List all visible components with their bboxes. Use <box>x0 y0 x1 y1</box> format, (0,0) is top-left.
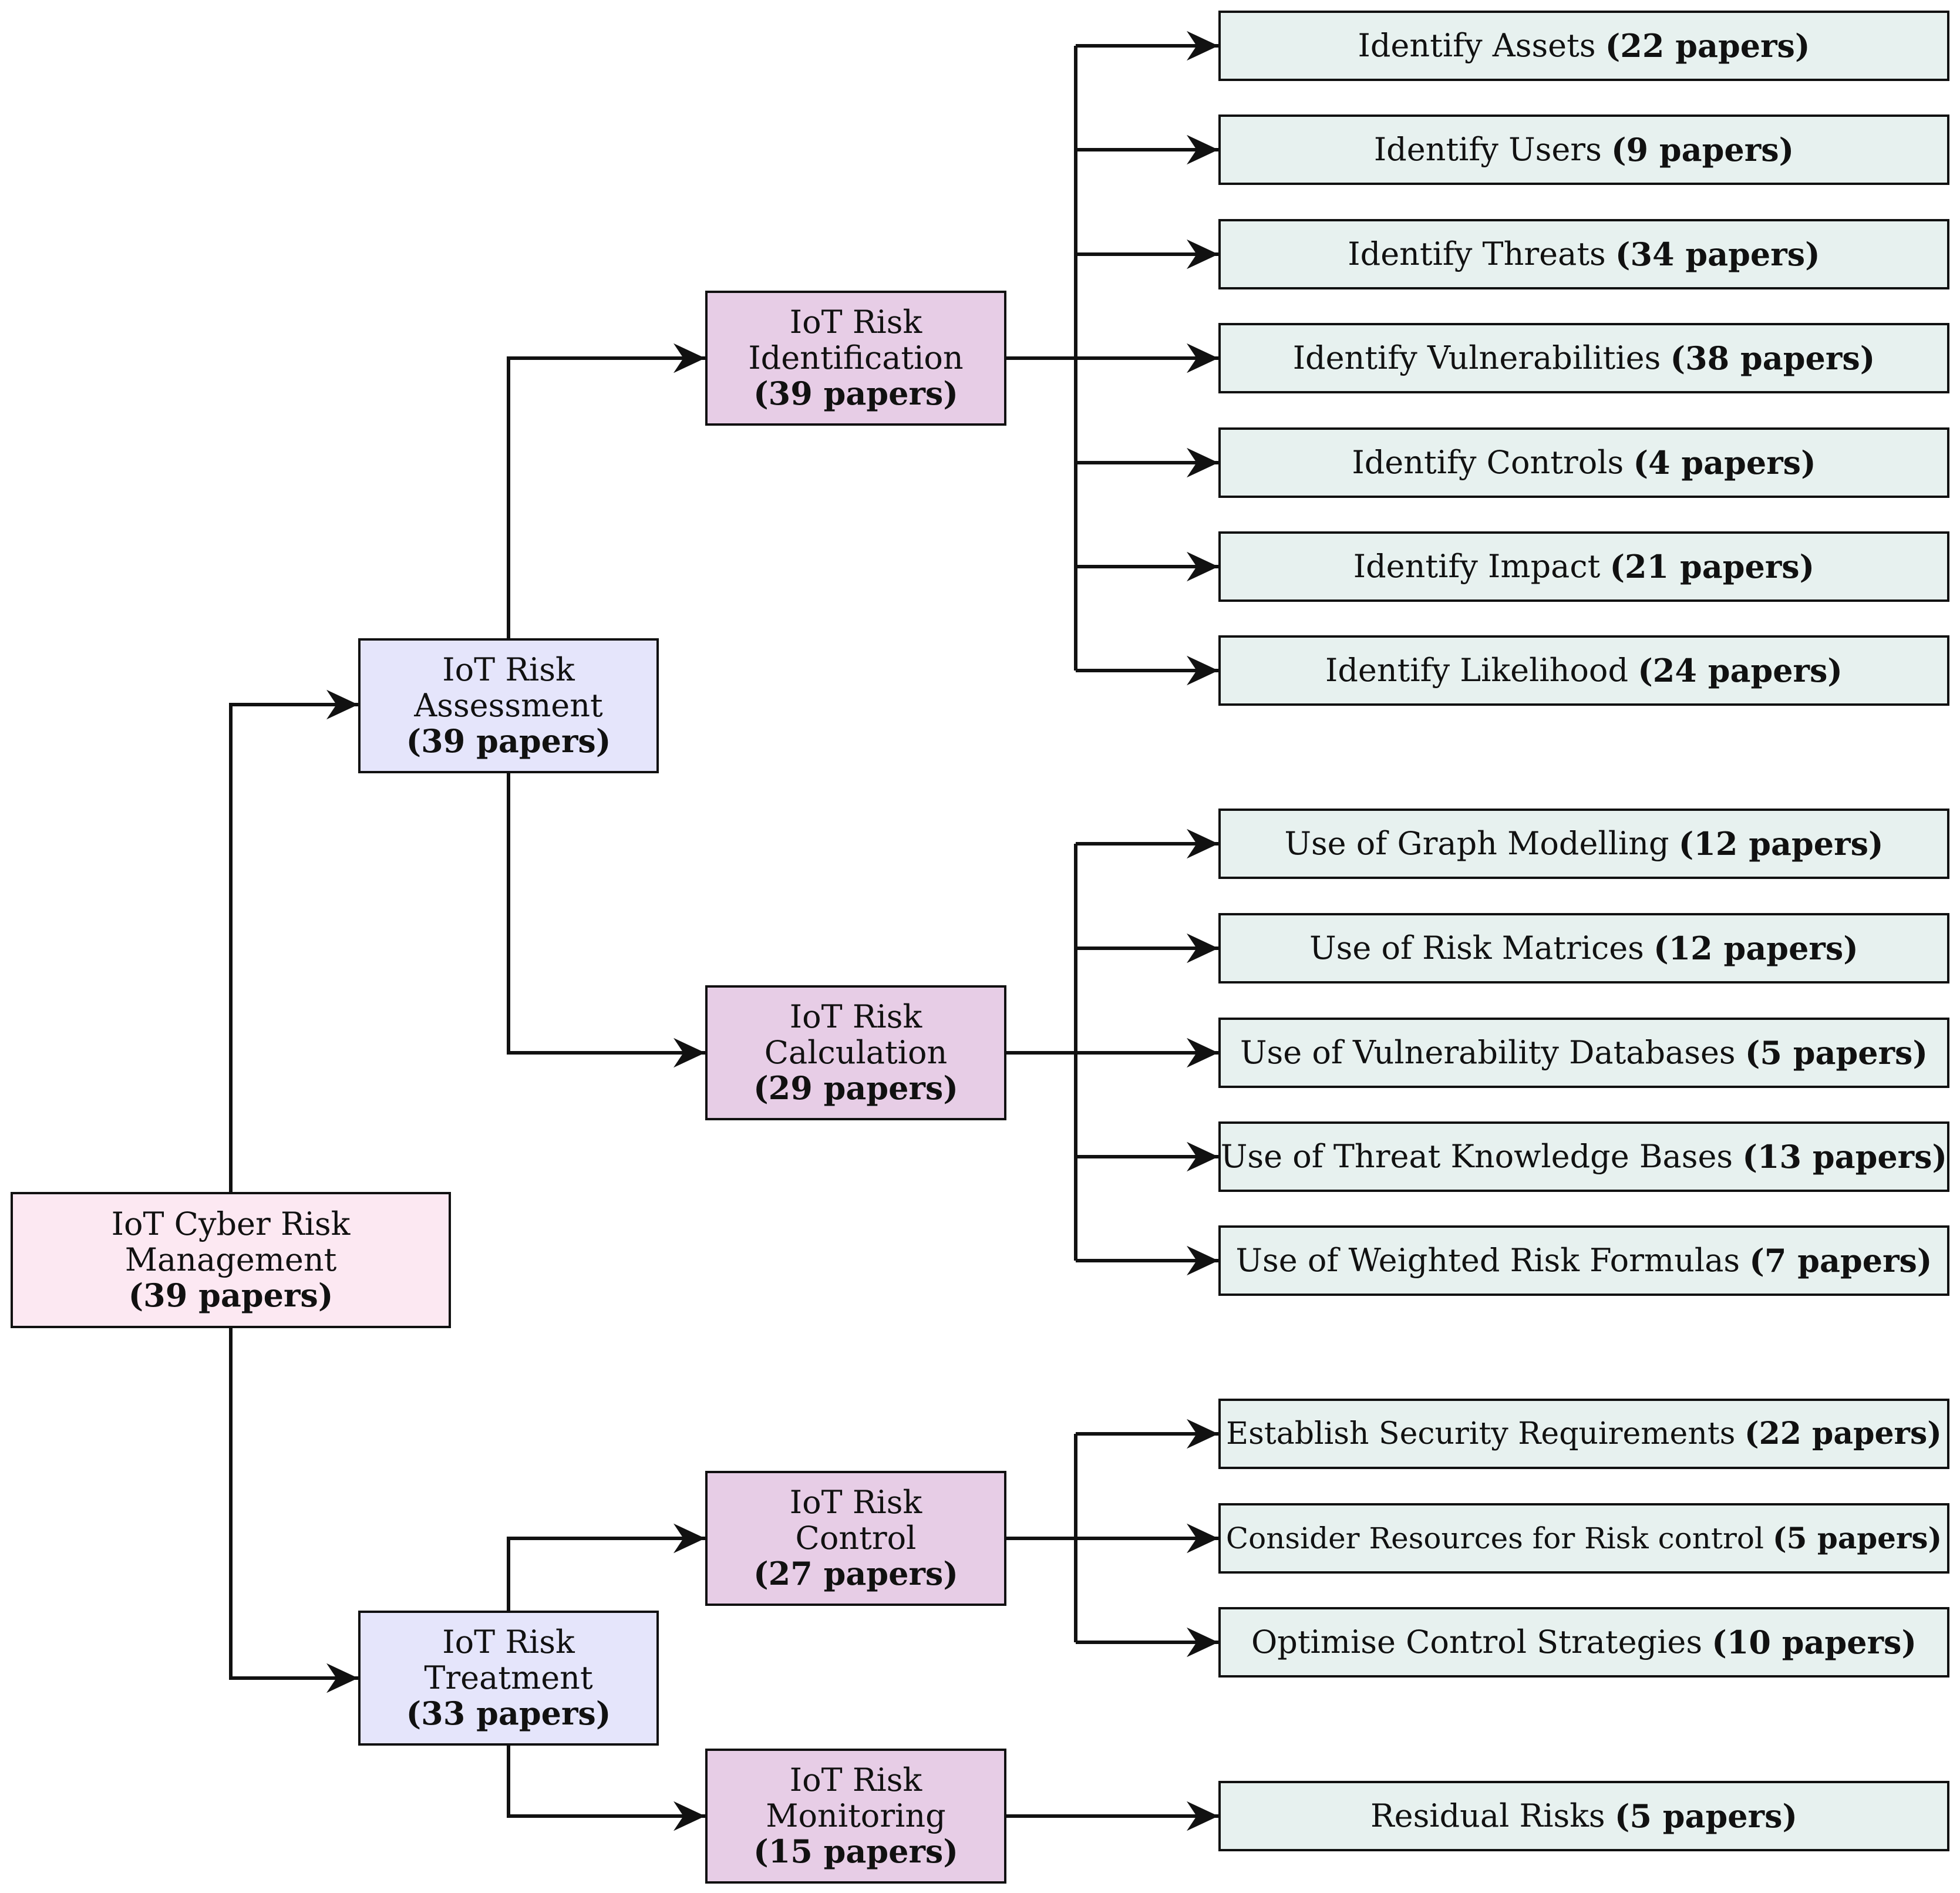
node-label-line1: IoT Risk <box>789 1484 922 1521</box>
leaf-label: Use of Risk Matrices <box>1309 929 1644 966</box>
leaf-identify-users: Identify Users (9 papers) <box>1218 114 1949 185</box>
leaf-use-of-vulnerability-databases: Use of Vulnerability Databases (5 papers… <box>1218 1018 1949 1088</box>
node-paper-count: (39 papers) <box>406 722 611 760</box>
node-label-line2: Calculation <box>764 1033 948 1071</box>
leaf-label: Establish Security Requirements <box>1226 1416 1736 1451</box>
leaf-paper-count: (22 papers) <box>1744 1415 1942 1451</box>
node-iot-risk-control: IoT Risk Control (27 papers) <box>705 1471 1006 1606</box>
connector-root-assessment <box>229 689 358 1192</box>
node-label-line1: IoT Risk <box>442 651 575 689</box>
leaf-identify-impact: Identify Impact (21 papers) <box>1218 531 1949 602</box>
leaf-use-of-threat-knowledge-bases: Use of Threat Knowledge Bases (13 papers… <box>1218 1121 1949 1192</box>
connector-assessment-calculation <box>507 773 705 1068</box>
node-label-line2: Assessment <box>414 686 603 724</box>
leaf-paper-count: (24 papers) <box>1638 651 1843 689</box>
node-iot-risk-calculation: IoT Risk Calculation (29 papers) <box>705 985 1006 1120</box>
node-label-line2: Monitoring <box>766 1797 946 1834</box>
node-label-line1: IoT Risk <box>789 998 922 1036</box>
node-iot-risk-monitoring: IoT Risk Monitoring (15 papers) <box>705 1749 1006 1884</box>
leaf-identify-vulnerabilities: Identify Vulnerabilities (38 papers) <box>1218 323 1949 393</box>
node-label-line1: IoT Risk <box>789 304 922 341</box>
connector-assessment-identification <box>507 343 705 638</box>
node-iot-risk-assessment: IoT Risk Assessment (39 papers) <box>358 638 659 773</box>
leaf-use-of-weighted-risk-formulas: Use of Weighted Risk Formulas (7 papers) <box>1218 1225 1949 1296</box>
leaf-paper-count: (22 papers) <box>1605 26 1810 65</box>
leaf-label: Use of Graph Modelling <box>1284 824 1669 862</box>
leaf-paper-count: (13 papers) <box>1742 1137 1948 1175</box>
leaf-identify-threats: Identify Threats (34 papers) <box>1218 219 1949 289</box>
connector-calculation-bus <box>1006 844 1077 1261</box>
leaf-label: Identify Threats <box>1348 235 1606 272</box>
leaf-label: Optimise Control Strategies <box>1251 1623 1703 1660</box>
leaf-identify-likelihood: Identify Likelihood (24 papers) <box>1218 635 1949 706</box>
leaf-label: Identify Likelihood <box>1325 651 1629 689</box>
connector-identification-bus <box>1006 46 1077 671</box>
leaf-identify-controls: Identify Controls (4 papers) <box>1218 427 1949 498</box>
leaf-label: Identify Impact <box>1353 547 1601 585</box>
connector-treatment-control <box>507 1523 705 1611</box>
connector-root-treatment <box>229 1328 358 1693</box>
node-paper-count: (15 papers) <box>753 1833 958 1871</box>
leaf-paper-count: (34 papers) <box>1615 235 1820 273</box>
node-label-line1: IoT Cyber Risk <box>111 1205 351 1243</box>
node-paper-count: (39 papers) <box>128 1276 334 1315</box>
leaf-paper-count: (7 papers) <box>1749 1241 1932 1279</box>
leaf-paper-count: (10 papers) <box>1712 1623 1917 1661</box>
leaf-label: Use of Vulnerability Databases <box>1240 1033 1736 1071</box>
leaf-paper-count: (5 papers) <box>1773 1521 1942 1555</box>
leaf-paper-count: (4 papers) <box>1633 443 1816 481</box>
leaf-paper-count: (12 papers) <box>1653 929 1858 967</box>
node-label-line2: Control <box>795 1519 917 1557</box>
leaf-use-of-graph-modelling: Use of Graph Modelling (12 papers) <box>1218 809 1949 879</box>
leaf-paper-count: (5 papers) <box>1614 1797 1798 1835</box>
leaf-paper-count: (9 papers) <box>1611 130 1794 169</box>
connector-control-bus <box>1006 1434 1077 1642</box>
node-iot-cyber-risk-management: IoT Cyber Risk Management (39 papers) <box>11 1192 451 1328</box>
node-label-line1: IoT Risk <box>789 1761 922 1799</box>
leaf-establish-security-requirements: Establish Security Requirements (22 pape… <box>1218 1399 1949 1469</box>
leaf-label: Identify Controls <box>1352 443 1624 481</box>
leaf-use-of-risk-matrices: Use of Risk Matrices (12 papers) <box>1218 913 1949 983</box>
leaf-paper-count: (12 papers) <box>1678 824 1884 863</box>
leaf-paper-count: (5 papers) <box>1745 1033 1928 1072</box>
leaf-label: Identify Vulnerabilities <box>1292 339 1661 376</box>
leaf-label: Consider Resources for Risk control <box>1225 1521 1764 1555</box>
node-paper-count: (29 papers) <box>753 1069 958 1107</box>
leaf-consider-resources-for-risk-control: Consider Resources for Risk control (5 p… <box>1218 1503 1949 1574</box>
node-paper-count: (33 papers) <box>406 1695 611 1733</box>
node-label-line2: Management <box>124 1241 337 1278</box>
leaf-label: Identify Users <box>1373 130 1602 168</box>
leaf-label: Residual Risks <box>1370 1797 1605 1834</box>
leaf-optimise-control-strategies: Optimise Control Strategies (10 papers) <box>1218 1607 1949 1678</box>
leaf-label: Use of Threat Knowledge Bases <box>1220 1137 1733 1175</box>
leaf-identify-assets: Identify Assets (22 papers) <box>1218 11 1949 81</box>
leaf-paper-count: (21 papers) <box>1609 547 1815 585</box>
node-label-line2: Identification <box>748 339 964 376</box>
connector-treatment-monitoring <box>507 1746 705 1831</box>
node-paper-count: (27 papers) <box>753 1555 958 1593</box>
node-paper-count: (39 papers) <box>753 375 958 413</box>
node-iot-risk-treatment: IoT Risk Treatment (33 papers) <box>358 1611 659 1746</box>
node-iot-risk-identification: IoT Risk Identification (39 papers) <box>705 291 1006 426</box>
leaf-label: Use of Weighted Risk Formulas <box>1235 1241 1740 1279</box>
node-label-line2: Treatment <box>424 1659 593 1696</box>
node-label-line1: IoT Risk <box>442 1623 575 1661</box>
leaf-paper-count: (38 papers) <box>1670 339 1875 377</box>
leaf-label: Identify Assets <box>1358 26 1596 64</box>
leaf-residual-risks: Residual Risks (5 papers) <box>1218 1781 1949 1851</box>
